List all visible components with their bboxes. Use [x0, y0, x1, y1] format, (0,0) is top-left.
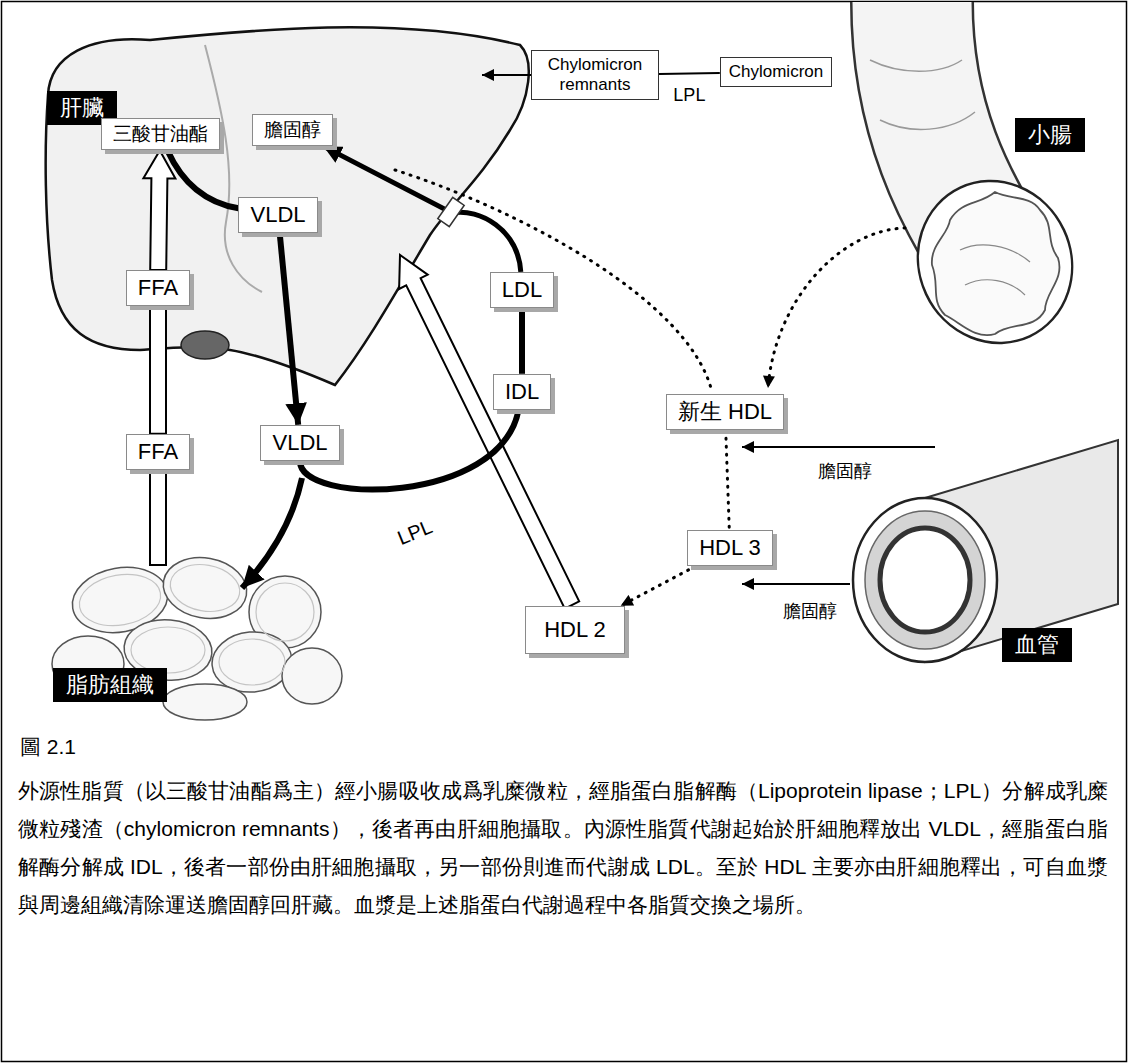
vessel-opening [853, 498, 997, 662]
lipid-box: VLDL [260, 425, 339, 461]
figure-title: 圖 2.1 [20, 733, 76, 761]
lipid-box: 膽固醇 [252, 114, 333, 147]
lipid-box: LDL [490, 272, 554, 308]
connector-arrow [150, 306, 166, 434]
annotation-label: LPL [391, 513, 439, 551]
lipid-box: Chylomicron [720, 57, 832, 87]
organ-label-box: 血管 [1002, 628, 1072, 662]
cholesterol-efflux-arrow [742, 446, 935, 448]
connector-arrow [143, 150, 175, 270]
lipid-box: Chylomicron remnants [531, 50, 659, 101]
box-text: IDL [505, 379, 539, 405]
intestine-hdl-dotted [768, 228, 905, 388]
ldl-receptor [438, 197, 464, 226]
hdl-secretion-dotted [395, 170, 712, 392]
ffa-arrow-tail [150, 465, 166, 565]
vldl-to-adipose-arrow [242, 478, 302, 588]
liver-fissure [205, 45, 262, 292]
box-text: FFA [138, 275, 178, 301]
vessel-wall [865, 511, 985, 649]
annotation-label: 膽固醇 [815, 461, 875, 483]
intestine-folds [870, 60, 975, 129]
connector-arrow [280, 233, 299, 425]
connector-arrow [168, 150, 239, 208]
box-text: Chylomicron remnants [540, 55, 650, 96]
adipose-cell-inner [75, 559, 314, 685]
remnant-uptake-arrow [482, 74, 536, 76]
connector-arrow [519, 308, 525, 374]
lipid-box: HDL 2 [525, 606, 625, 654]
box-text: FFA [138, 439, 178, 465]
lipid-box: 三酸甘油酯 [101, 118, 220, 151]
box-text: 脂肪組織 [66, 672, 154, 698]
box-text: HDL 2 [544, 617, 606, 643]
lipid-box: VLDL [238, 197, 317, 233]
organ-label-box: 小腸 [1015, 118, 1085, 152]
cholesterol-efflux-arrow [742, 583, 850, 585]
box-text: VLDL [250, 202, 305, 228]
lipid-box: FFA [126, 434, 190, 470]
box-text: VLDL [272, 430, 327, 456]
intestine-inner-lines [960, 245, 1030, 295]
lipid-box: HDL 3 [687, 530, 773, 566]
box-text: 新生 HDL [678, 399, 772, 425]
connector-arrow [659, 73, 720, 74]
gallbladder [181, 331, 229, 359]
adipose-cells [52, 551, 342, 720]
box-text: LDL [502, 277, 542, 303]
edge-label: LPL [670, 85, 708, 107]
box-text: 血管 [1015, 632, 1059, 658]
box-text: Chylomicron [729, 62, 823, 82]
lipid-box: 新生 HDL [666, 394, 784, 430]
box-text: 膽固醇 [264, 119, 321, 142]
vessel-lumen [880, 528, 970, 632]
hdl-return-arrow [399, 255, 579, 609]
dotted-connector [726, 430, 730, 530]
figure-caption: 外源性脂質（以三酸甘油酯爲主）經小腸吸收成爲乳糜微粒，經脂蛋白脂解酶（Lipop… [18, 772, 1108, 924]
lipid-box: FFA [126, 270, 190, 306]
box-text: 三酸甘油酯 [113, 123, 208, 146]
intestine-opening [891, 156, 1098, 369]
lipid-box: IDL [493, 374, 551, 410]
connector-arrow [324, 146, 521, 271]
dotted-connector [621, 566, 696, 606]
intestine-villi [932, 192, 1060, 335]
box-text: 小腸 [1028, 122, 1072, 148]
box-text: HDL 3 [699, 535, 761, 561]
annotation-label: 膽固醇 [780, 601, 840, 623]
organ-label-box: 脂肪組織 [53, 668, 167, 702]
box-text: 肝臟 [60, 95, 104, 121]
